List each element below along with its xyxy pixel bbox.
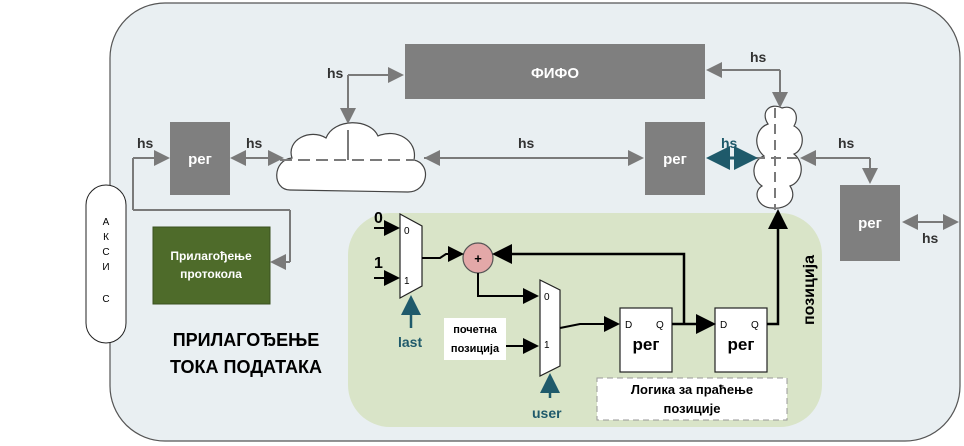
mux-1 [399,212,423,300]
tracking-logic-box [596,377,788,421]
wire-mux1-adder [422,246,464,262]
start-position-line2: позиција [451,343,500,355]
title-line2: ТОКА ПОДАТАКА [170,357,322,377]
wire-adder-mux2 [477,273,539,304]
logic-reg-2-d: D [720,320,727,331]
position-label: позиција [801,255,818,325]
logic-reg-1-d: D [625,320,632,331]
reg-box-left [170,122,230,195]
mux2-in0: 0 [544,292,550,303]
hs-label-7: hs [838,135,855,151]
hs-label-8: hs [922,230,939,246]
logic-reg-2-label: рег [728,335,755,354]
wire-feedback [492,244,686,324]
const-zero: 0 [374,210,383,227]
axi-letter-k: К [103,232,109,243]
reg-middle-label: рег [663,151,687,168]
fifo-label: ФИФО [531,65,579,82]
mux-2 [539,279,561,377]
axi-letter-s: С [102,247,109,258]
reg-box-right [840,185,900,261]
logic-reg-1 [619,307,673,373]
reg-box-middle [645,122,705,195]
hs-label-4: hs [518,135,535,151]
protocol-label-line1: Прилагођење [170,249,252,263]
axi-interface [85,184,127,344]
hs-label-6: hs [750,49,767,65]
wire-mux2-reg1 [559,316,620,332]
reg-left-label: рег [188,151,212,168]
protocol-label-line2: протокола [180,267,242,281]
wire-position-up [767,209,788,326]
title-line1: ПРИЛАГОЂЕЊЕ [173,330,320,350]
hs-label-3: hs [327,65,344,81]
hs-label-1: hs [137,135,154,151]
axi-letter-a: А [103,217,110,228]
reg-right-label: рег [858,215,882,232]
last-label: last [398,334,422,350]
axi-letter-s2: С [102,294,109,305]
fifo-box [405,44,705,99]
logic-reg-1-label: рег [633,335,660,354]
user-label: user [532,405,562,421]
hs-label-5: hs [721,135,738,151]
logic-reg-1-q: Q [656,320,664,331]
hs-label-2: hs [246,135,263,151]
logic-reg-2 [714,307,768,373]
mux1-in1: 1 [404,276,410,287]
start-position-box [444,318,506,360]
tracking-line1: Логика за праћење [631,382,753,397]
logic-reg-2-q: Q [751,320,759,331]
tracking-line2: позиције [664,401,721,416]
mux1-in0: 0 [404,226,410,237]
protocol-adapter-box [152,226,271,305]
axi-letter-i: И [102,262,109,273]
start-position-line1: почетна [453,324,497,336]
mux2-in1: 1 [544,340,550,351]
adder-plus: + [474,251,482,266]
const-one: 1 [374,255,383,272]
